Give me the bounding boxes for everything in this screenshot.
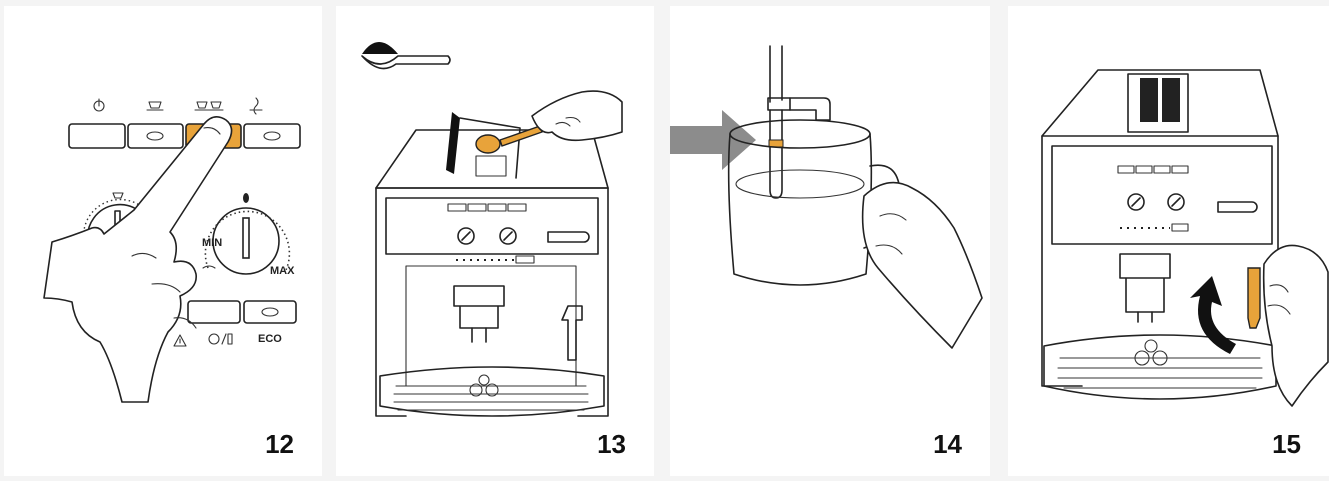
- one-cup-button[interactable]: [127, 123, 184, 149]
- step-number: 14: [933, 429, 962, 459]
- descale-icon: [208, 333, 233, 345]
- hand-pressing-illustration: [43, 116, 233, 403]
- step-number: 15: [1272, 429, 1301, 459]
- rotate-nozzle-illustration: [1041, 69, 1329, 407]
- steam-icon: [249, 97, 263, 115]
- step-panel-15: 15: [1008, 6, 1329, 476]
- step-number: 12: [265, 429, 294, 459]
- coffee-machine: [1041, 69, 1279, 400]
- min-label: MIN: [202, 237, 222, 249]
- cleaning-button[interactable]: [187, 300, 241, 324]
- hand-holding-jug-illustration: [861, 181, 983, 349]
- rotate-arrow-icon: [1190, 276, 1236, 354]
- frothing-milk-illustration: [670, 45, 983, 349]
- coffee-machine: [375, 112, 609, 417]
- step-panel-13: 13: [336, 6, 654, 476]
- power-button[interactable]: [68, 123, 126, 149]
- step-panel-12: MIN MAX ECO 12: [4, 6, 322, 476]
- warning-icon: [173, 334, 187, 347]
- max-label: MAX: [270, 265, 295, 277]
- scoop-in-hand-illustration: [475, 90, 623, 154]
- steam-button[interactable]: [243, 123, 301, 149]
- power-icon: [93, 98, 105, 112]
- hand-turning-nozzle-illustration: [1262, 244, 1329, 407]
- two-cups-icon: [194, 101, 224, 111]
- add-ground-coffee-illustration: [361, 42, 623, 417]
- coffee-scoop-icon: [361, 42, 451, 70]
- step-panel-14: 14: [670, 6, 990, 476]
- eco-button[interactable]: [243, 300, 297, 324]
- dial-aroma-icon: [243, 193, 249, 203]
- eco-label: ECO: [258, 333, 282, 345]
- cup-symbol-icon: [112, 192, 124, 199]
- one-cup-icon: [146, 101, 164, 111]
- arrow-right-icon: [670, 110, 756, 170]
- aroma-dial[interactable]: MIN MAX: [202, 193, 295, 277]
- control-panel-illustration: MIN MAX ECO: [43, 97, 301, 403]
- step-number: 13: [597, 429, 626, 459]
